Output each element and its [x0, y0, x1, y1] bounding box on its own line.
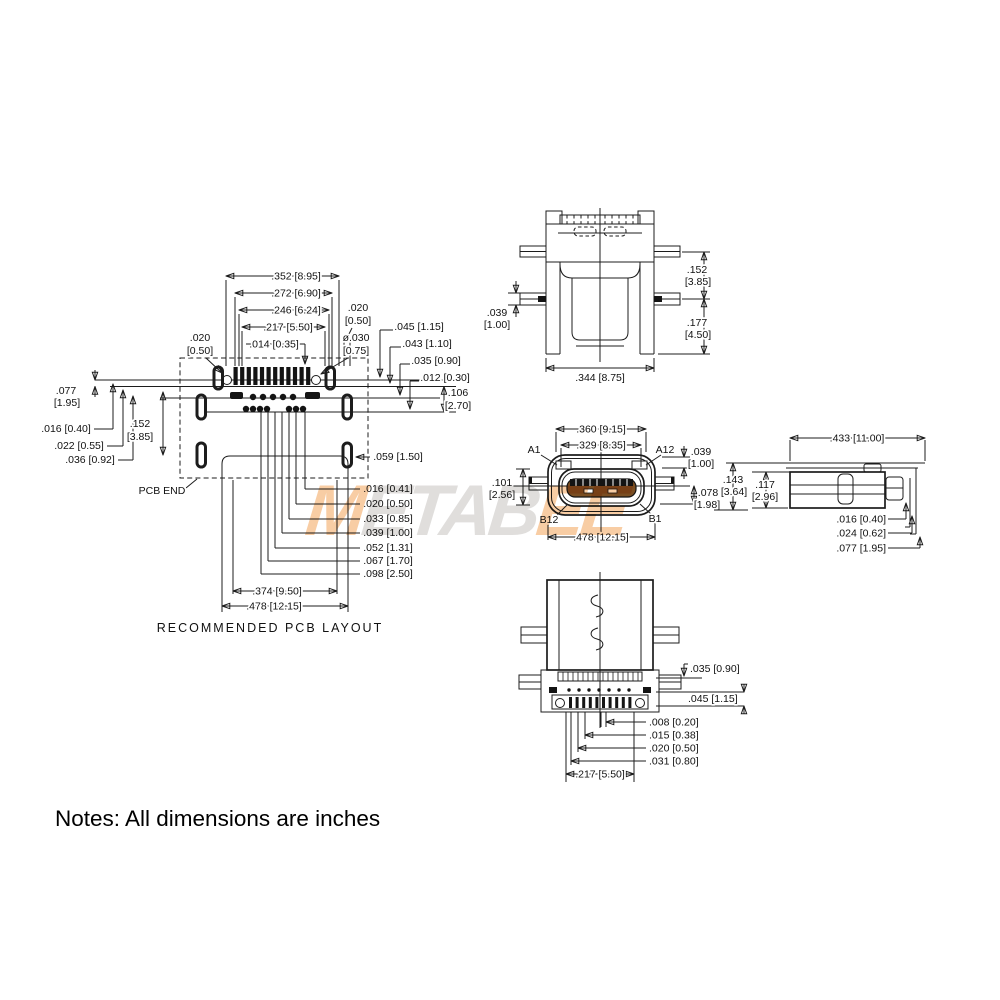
side-linework: [726, 462, 925, 535]
bottom-dim-020: .020 [0.50]: [649, 743, 699, 755]
side-dim-077: .077 [1.95]: [836, 543, 886, 555]
front-dim-078-in: .078: [698, 487, 719, 499]
pcb-dim-352: .352 [8.95]: [271, 271, 321, 283]
front-pin-a12: A12: [656, 444, 675, 456]
side-dim-433: .433 [11.00]: [830, 433, 885, 445]
front-dimension-lines: [516, 429, 700, 540]
side-dim-117-mm: [2.96]: [752, 491, 778, 503]
watermark-seg-ee: EE: [533, 471, 635, 551]
pcb-dim-022: .022 [0.55]: [54, 440, 104, 452]
pcb-dim-016: .016 [0.40]: [41, 423, 91, 435]
pcb-dim-020l-mm: [0.50]: [187, 345, 213, 357]
bottom-dim-217: .217 [5.50]: [575, 769, 625, 781]
pcb-dim-217: .217 [5.50]: [263, 322, 313, 334]
side-dimension-lines: [714, 438, 925, 549]
pcb-dim-b052: .052 [1.31]: [363, 542, 413, 554]
end-dim-039-mm: [1.00]: [484, 319, 510, 331]
pcb-dim-106-in: .106: [448, 387, 469, 399]
pcb-dim-106-mm: [2.70]: [445, 400, 471, 412]
pcb-dim-030-in: ø.030: [343, 332, 370, 344]
end-dimension-lines: [508, 252, 710, 372]
pcb-small-pads: [230, 392, 320, 413]
side-dim-143-mm: [3.64]: [721, 486, 747, 498]
pcb-dim-035: .035 [0.90]: [411, 355, 461, 367]
watermark-text: METABEE: [302, 471, 635, 551]
view-end: .039 [1.00] .152 [3.85] .177 [4.50] .344…: [482, 208, 713, 386]
pcb-dim-b033: .033 [0.85]: [363, 513, 413, 525]
bottom-dim-045: .045 [1.15]: [688, 693, 738, 705]
front-dim-078-mm: [1.98]: [694, 499, 720, 511]
end-dim-177-mm: [4.50]: [685, 329, 711, 341]
pcb-dim-077-in: .077: [56, 385, 77, 397]
front-pin-b1: B1: [649, 513, 662, 525]
front-dim-101-mm: [2.56]: [489, 489, 515, 501]
pcb-dim-020r-mm: [0.50]: [345, 315, 371, 327]
bottom-dim-035: .035 [0.90]: [690, 663, 740, 675]
pcb-dim-b067: .067 [1.70]: [363, 555, 413, 567]
end-dim-039-in: .039: [487, 307, 508, 319]
front-dim-360: .360 [9.15]: [576, 424, 626, 436]
pcb-dim-b020: .020 [0.50]: [363, 498, 413, 510]
pcb-dim-020l-in: .020: [190, 332, 211, 344]
view-side: .433 [11.00] .143 [3.64] .117 [2.96] .01…: [714, 431, 925, 556]
side-dim-117-in: .117: [755, 479, 775, 491]
pcb-outline-dashed: [179, 357, 369, 479]
pcb-dim-b098: .098 [2.50]: [363, 568, 413, 580]
end-dim-152-in: .152: [687, 264, 708, 276]
pcb-dim-478: .478 [12.15]: [246, 601, 302, 613]
smt-pad-row: [233, 367, 311, 385]
pcb-dim-059: .059 [1.50]: [373, 451, 423, 463]
pcb-end-label: PCB END: [139, 485, 186, 497]
bottom-dimension-lines: [566, 663, 744, 782]
bottom-dim-008: .008 [0.20]: [649, 717, 699, 729]
side-dim-143-in: .143: [723, 474, 744, 486]
front-dim-039-mm: [1.00]: [688, 458, 714, 470]
view-bottom: .035 [0.90] .045 [1.15] .008 [0.20] .015…: [518, 572, 744, 782]
watermark-seg-etab: ETAB: [358, 471, 543, 551]
pcb-dim-b016: .016 [0.41]: [363, 483, 413, 495]
pcb-dim-077-mm: [1.95]: [54, 397, 80, 409]
front-pin-a1: A1: [528, 444, 541, 456]
pcb-holes-and-ovals: [195, 365, 353, 469]
bottom-dim-015: .015 [0.38]: [649, 730, 699, 742]
pcb-dim-020r-in: .020: [348, 302, 369, 314]
front-dim-329: .329 [8.35]: [576, 440, 626, 452]
side-dim-016: .016 [0.40]: [836, 514, 886, 526]
view-front: .360 [9.15] .329 [8.35] A1 A12 B12 B1 .1…: [487, 422, 722, 546]
front-dim-101-in: .101: [492, 477, 513, 489]
front-linework: [512, 440, 690, 532]
end-dim-152-mm: [3.85]: [685, 276, 711, 288]
pcb-dim-152-in: .152: [130, 418, 151, 430]
pcb-dim-152-mm: [3.85]: [127, 431, 153, 443]
end-dim-344: .344 [8.75]: [575, 372, 625, 384]
pcb-layout-title: RECOMMENDED PCB LAYOUT: [157, 621, 383, 635]
pcb-dim-012: .012 [0.30]: [420, 372, 470, 384]
side-dim-024: .024 [0.62]: [836, 528, 886, 540]
front-pin-b12: B12: [540, 514, 559, 526]
pcb-dimension-lines: [94, 276, 444, 606]
pcb-dim-045: .045 [1.15]: [394, 321, 444, 333]
pcb-dim-272: .272 [6.90]: [271, 288, 321, 300]
pcb-dim-030-mm: [0.75]: [343, 345, 369, 357]
pcb-dim-043: .043 [1.10]: [402, 338, 452, 350]
front-dim-039-in: .039: [691, 446, 712, 458]
bottom-linework: [518, 572, 682, 728]
pcb-dim-246: .246 [6.24]: [271, 305, 321, 317]
pcb-dim-014: .014 [0.35]: [249, 339, 299, 351]
pcb-dim-b039: .039 [1.00]: [363, 527, 413, 539]
end-dim-177-in: .177: [687, 317, 708, 329]
bottom-dim-031: .031 [0.80]: [649, 756, 699, 768]
end-linework: [519, 208, 681, 362]
view-pcb-layout: .352 [8.95] .272 [6.90] .246 [6.24] .217…: [39, 269, 473, 637]
notes-text: Notes: All dimensions are inches: [55, 806, 380, 831]
pcb-dim-036: .036 [0.92]: [65, 454, 115, 466]
pcb-dim-374: .374 [9.50]: [252, 586, 302, 598]
front-dim-478: .478 [12.15]: [573, 532, 629, 544]
watermark: METABEE: [302, 471, 635, 551]
